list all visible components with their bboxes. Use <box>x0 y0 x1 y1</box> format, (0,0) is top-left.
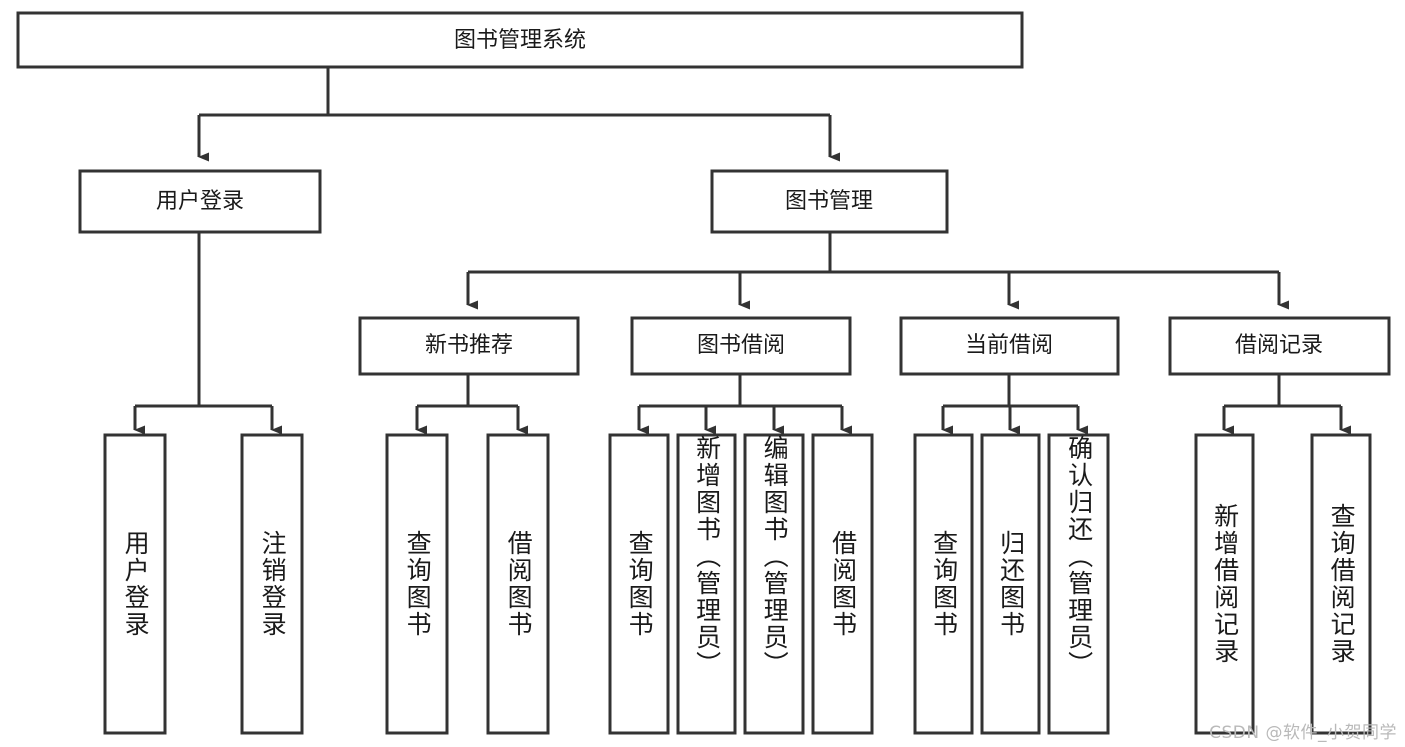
connector-borrowbook-to-leaves <box>637 374 852 435</box>
connector-bookmgmt-to-level3 <box>466 232 1289 310</box>
node-current-borrow[interactable] <box>899 316 1120 376</box>
leaf-add-borrow-record[interactable] <box>1194 433 1255 735</box>
node-user-login[interactable] <box>78 169 322 234</box>
node-borrow-record-label: 借阅记录 <box>1235 333 1323 358</box>
leaf-borrow-book-1[interactable] <box>486 433 550 735</box>
leaf-user-login[interactable] <box>103 433 167 735</box>
leaf-add-book-admin[interactable] <box>676 433 737 735</box>
connector-borrowrecord-to-leaves <box>1222 374 1351 435</box>
watermark-text: CSDN @软件_小贺同学 <box>1209 723 1397 743</box>
leaf-logout[interactable] <box>240 433 304 735</box>
node-current-borrow-label: 当前借阅 <box>965 333 1053 358</box>
node-new-book-recommend-label: 新书推荐 <box>425 333 513 358</box>
leaf-query-borrow-record[interactable] <box>1310 433 1372 735</box>
connector-userlogin-to-leaves <box>133 232 282 435</box>
node-root-label: 图书管理系统 <box>454 28 586 53</box>
node-book-borrow-label: 图书借阅 <box>697 333 785 358</box>
leaf-borrow-book-2[interactable] <box>811 433 874 735</box>
node-root[interactable] <box>16 11 1024 69</box>
connector-currentborrow-to-leaves <box>941 374 1088 435</box>
leaf-edit-book-admin[interactable] <box>743 433 805 735</box>
leaf-query-book-1[interactable] <box>385 433 449 735</box>
node-user-login-label: 用户登录 <box>156 189 244 214</box>
node-book-borrow[interactable] <box>630 316 852 376</box>
connector-root-to-level2 <box>197 67 840 162</box>
leaf-query-book-3[interactable] <box>913 433 974 735</box>
node-book-management[interactable] <box>710 169 949 234</box>
node-book-management-label: 图书管理 <box>785 189 873 214</box>
connector-newbook-to-leaves <box>415 374 528 435</box>
node-new-book-recommend[interactable] <box>358 316 580 376</box>
node-borrow-record[interactable] <box>1168 316 1391 376</box>
leaf-query-book-2[interactable] <box>608 433 670 735</box>
leaf-confirm-return-admin[interactable] <box>1047 433 1110 735</box>
leaf-return-book[interactable] <box>980 433 1041 735</box>
